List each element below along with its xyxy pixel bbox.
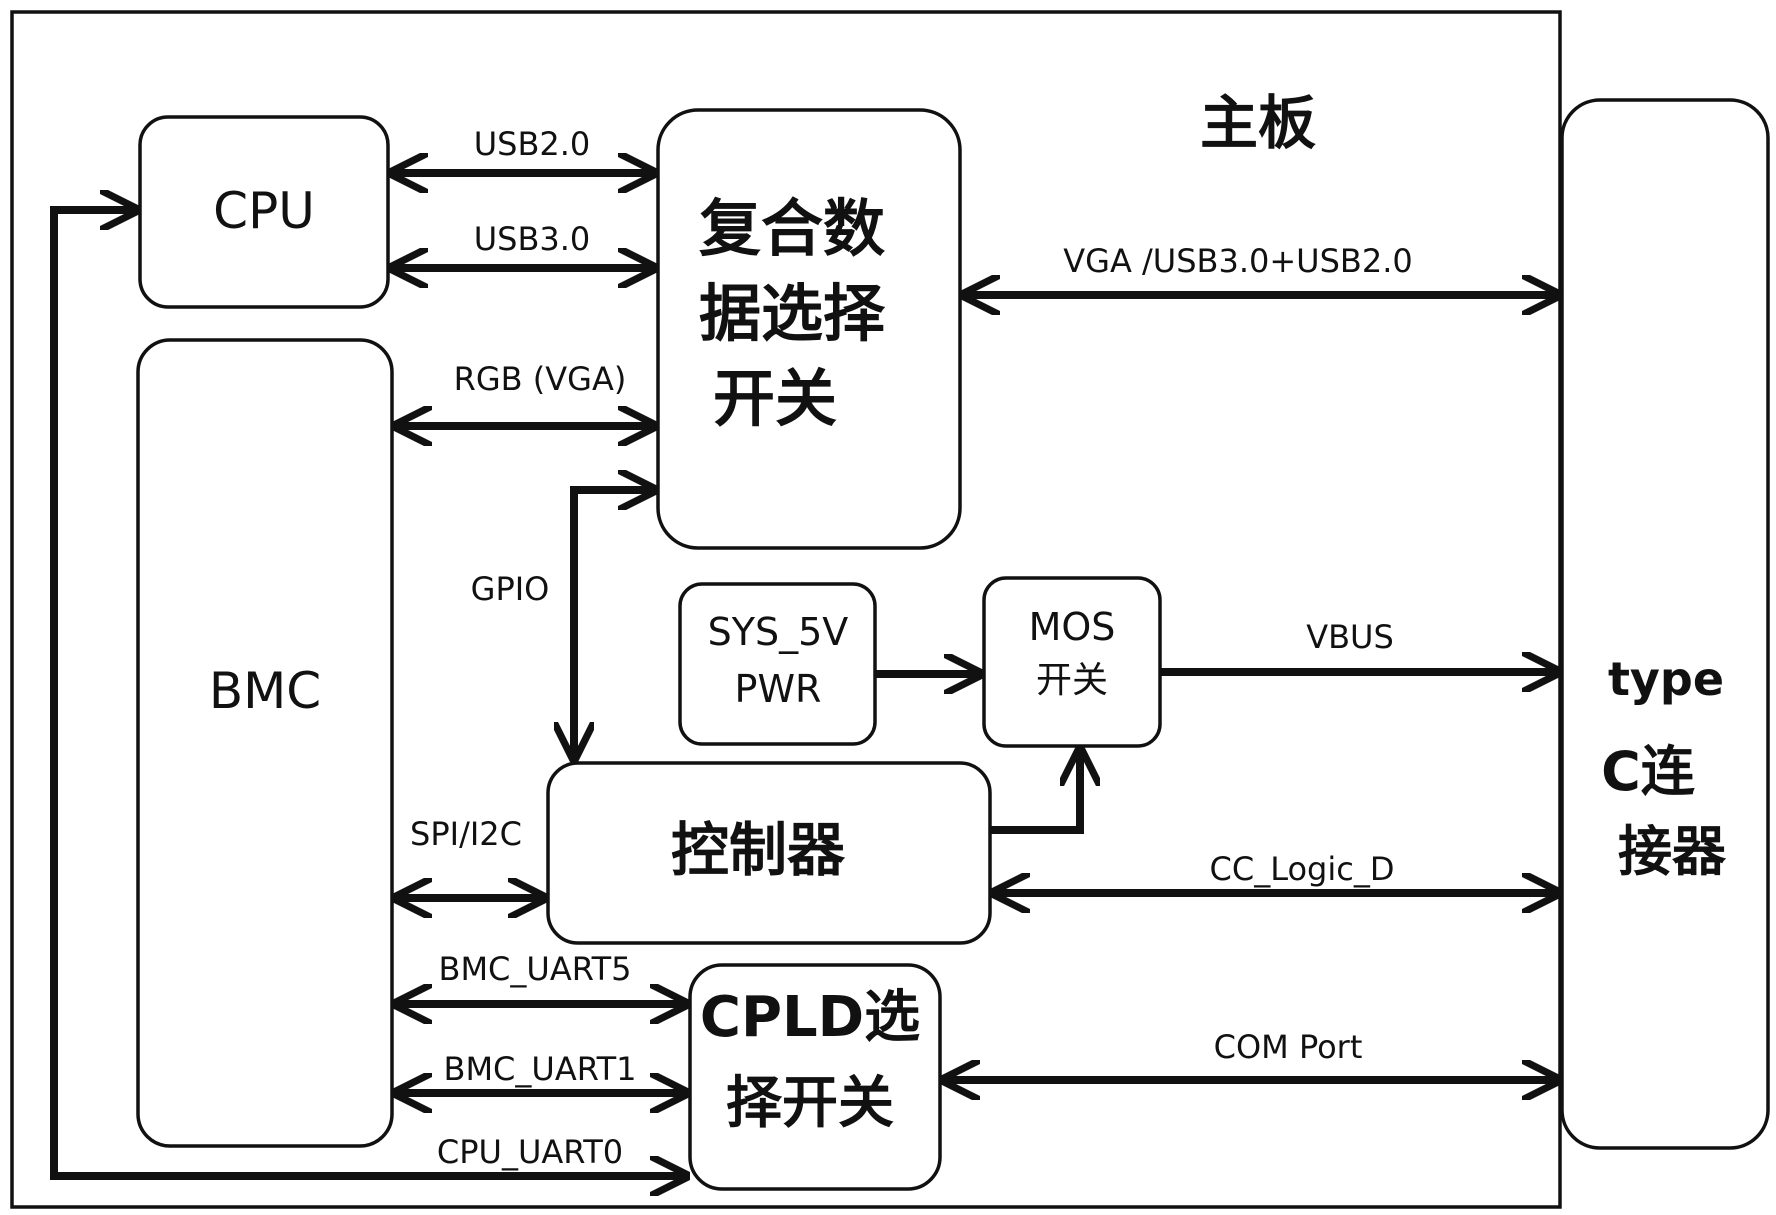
bmc-uart5-label: BMC_UART5 — [438, 950, 631, 988]
sys5v-label-line2: PWR — [735, 667, 822, 711]
usb3-label: USB3.0 — [474, 220, 591, 258]
rgb-vga-label: RGB (VGA) — [454, 360, 627, 398]
bmc-label: BMC — [209, 662, 321, 720]
mux-label-line1: 复合数 — [699, 192, 885, 265]
usb2-label: USB2.0 — [474, 125, 591, 163]
cpld-label-line1: CPLD选 — [700, 985, 920, 1050]
sys5v-label-line1: SYS_5V — [708, 610, 849, 654]
cpu-uart0-label: CPU_UART0 — [437, 1133, 623, 1171]
typec-label-line2: C连 — [1601, 740, 1695, 803]
controller-label: 控制器 — [671, 816, 846, 884]
gpio-label: GPIO — [471, 570, 550, 608]
mux-label-line3: 开关 — [713, 362, 837, 435]
cc-logic-label: CC_Logic_D — [1210, 850, 1395, 888]
cpu-label: CPU — [213, 182, 315, 240]
typec-label-line1: type — [1608, 652, 1724, 706]
gpio-link — [574, 490, 654, 758]
cpld-label-line2: 择开关 — [726, 1071, 894, 1136]
bmc-block — [138, 340, 392, 1146]
typec-connector-block — [1562, 100, 1768, 1148]
mux-label-line2: 据选择 — [699, 277, 886, 350]
controller-to-mos-link — [990, 750, 1080, 830]
vga-usb-label: VGA /USB3.0+USB2.0 — [1063, 242, 1413, 280]
sys5v-pwr-block — [680, 584, 875, 744]
spi-i2c-label: SPI/I2C — [410, 815, 522, 853]
com-port-label: COM Port — [1214, 1028, 1363, 1066]
mos-label-line1: MOS — [1029, 605, 1116, 649]
bmc-uart1-label: BMC_UART1 — [443, 1050, 636, 1088]
mos-label-line2: 开关 — [1036, 660, 1108, 701]
vbus-label: VBUS — [1306, 618, 1394, 656]
typec-label-line3: 接器 — [1618, 820, 1727, 883]
mainboard-title: 主板 — [1200, 89, 1316, 157]
